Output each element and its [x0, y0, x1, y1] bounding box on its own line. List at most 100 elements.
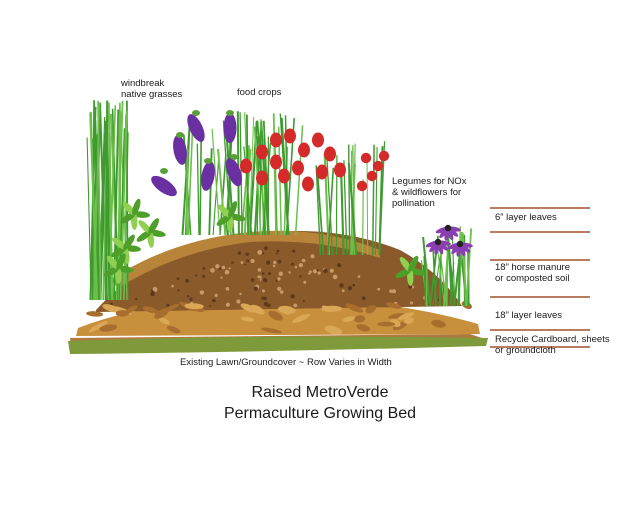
- soil-speck: [264, 246, 268, 251]
- grass-blade: [97, 100, 102, 301]
- leaf-litter: [392, 321, 408, 331]
- lawn-label: Existing Lawn/Groundcover ~ Row Varies i…: [180, 357, 392, 368]
- soil-speck: [228, 267, 231, 270]
- layer-label-cardboard: Recycle Cardboard, sheets or groundcloth: [495, 334, 610, 356]
- soil-speck: [277, 286, 282, 291]
- eggplant-cap: [176, 132, 184, 138]
- soil-speck: [209, 304, 212, 307]
- tomato: [278, 168, 290, 184]
- eggplant: [223, 113, 237, 143]
- legumes-label: Legumes for NOx & wildflowers for pollin…: [392, 176, 466, 209]
- soil-speck: [195, 274, 198, 277]
- soil-speck: [392, 289, 396, 294]
- food-crops-label-text: food crops: [237, 87, 282, 98]
- legumes-label-line-1: Legumes for NOx: [392, 176, 467, 187]
- leaf-litter: [102, 304, 120, 313]
- eggplant-crops: [151, 110, 242, 197]
- grass-blade: [347, 163, 358, 256]
- soil-speck: [357, 275, 361, 278]
- layer-indicator-lines: [490, 207, 590, 348]
- tomato: [240, 158, 252, 174]
- grass-blade: [219, 154, 227, 236]
- grass-blade: [316, 168, 325, 256]
- wildflower-center: [444, 224, 452, 232]
- eggplant: [173, 135, 187, 165]
- layer-label-manure-line-2: or composted soil: [495, 273, 570, 284]
- grass-blade: [366, 156, 369, 256]
- soil-speck: [202, 267, 206, 270]
- soil-speck: [332, 274, 338, 280]
- tomato: [334, 162, 346, 178]
- tomato: [378, 150, 390, 162]
- green-leaf: [132, 198, 141, 216]
- soil-speck: [150, 291, 155, 297]
- grass-blade: [217, 149, 227, 236]
- leaf-litter: [342, 316, 356, 323]
- soil-speck: [291, 262, 294, 266]
- soil-speck: [262, 277, 268, 283]
- soil-speck: [237, 251, 241, 255]
- green-leaf: [148, 218, 159, 234]
- eggplant-cap: [230, 154, 238, 160]
- windbreak-label-line-2: native grasses: [121, 89, 183, 100]
- leaf-litter: [250, 304, 265, 315]
- soil-speck: [240, 261, 244, 264]
- soil-speck: [377, 287, 381, 291]
- leaf-litter: [292, 313, 310, 323]
- soil-speck: [225, 302, 230, 307]
- soil-speck: [288, 271, 291, 274]
- soil-speck: [361, 296, 366, 301]
- leaf-litter: [241, 316, 255, 322]
- soil-speck: [339, 283, 344, 288]
- eggplant-cap: [226, 110, 234, 116]
- soil-speck: [276, 252, 279, 255]
- grass-blade: [104, 120, 111, 301]
- soil-speck: [292, 249, 296, 253]
- soil-speck: [171, 284, 174, 288]
- eggplant: [187, 114, 205, 142]
- soil-speck: [410, 301, 413, 305]
- wildflower-center: [434, 238, 442, 246]
- tomato: [298, 142, 310, 158]
- lawn-label-text: Existing Lawn/Groundcover ~ Row Varies i…: [180, 357, 392, 368]
- legumes-label-line-3: pollination: [392, 198, 435, 209]
- soil-speck: [312, 269, 318, 274]
- soil-speck: [224, 269, 230, 275]
- grass-blade: [199, 137, 202, 236]
- layer-label-leaves-18: 18” layer leaves: [495, 310, 562, 321]
- layer-label-cardboard-line-1: Recycle Cardboard, sheets: [495, 334, 610, 345]
- soil-speck: [268, 272, 271, 276]
- eggplant-cap: [192, 110, 200, 116]
- leaf-litter: [261, 327, 282, 334]
- soil-speck: [253, 286, 258, 291]
- soil-speck: [177, 289, 180, 292]
- tomato: [324, 146, 336, 162]
- leaf-litter: [356, 324, 371, 332]
- leaf-litter: [159, 317, 170, 325]
- layer-label-manure-line-1: 18” horse manure: [495, 262, 570, 273]
- leaf-litter: [277, 305, 296, 314]
- leaf-litter: [386, 302, 402, 309]
- leaf-litter: [86, 311, 104, 317]
- soil-speck: [250, 258, 255, 264]
- soil-speck: [329, 268, 334, 273]
- eggplant-cap: [160, 168, 168, 174]
- lawn-band: [68, 336, 488, 354]
- soil-speck: [262, 252, 265, 255]
- grass-blade: [348, 144, 351, 256]
- wildflower-center: [456, 240, 464, 248]
- ground-layers: [68, 230, 488, 354]
- grass-blade: [371, 144, 375, 256]
- leaf-litter: [99, 324, 118, 332]
- soil-speck: [277, 259, 282, 264]
- soil-speck: [212, 298, 216, 303]
- leaf-litter: [397, 312, 415, 320]
- tomato: [366, 170, 378, 182]
- soil-speck: [250, 278, 255, 282]
- soil-speck: [352, 283, 356, 287]
- soil-speck: [301, 258, 306, 263]
- layer-label-leaves-6-line-1: 6” layer leaves: [495, 212, 557, 223]
- leaf-litter: [154, 308, 169, 319]
- soil-speck: [199, 290, 205, 295]
